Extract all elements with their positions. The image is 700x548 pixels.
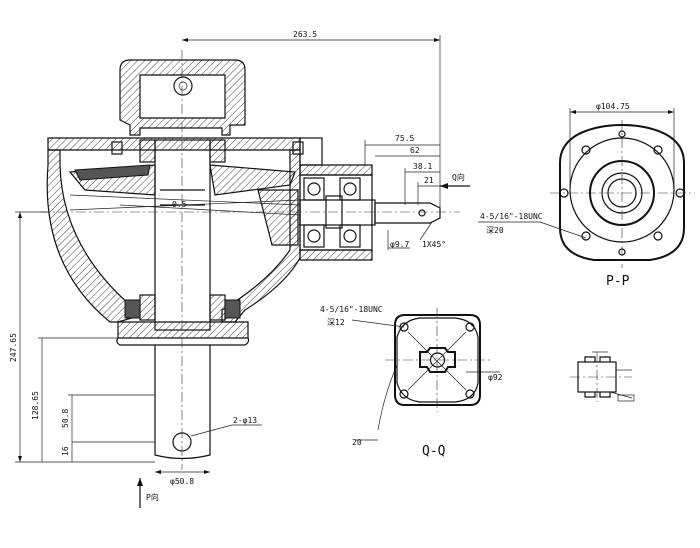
pp-thread-line2: 深20 — [486, 226, 504, 235]
dim-508: 50.8 — [61, 409, 70, 428]
main-section-view — [40, 50, 460, 470]
qq-view: 4-5/16"-18UNC 深12 φ92 20 Q-Q — [320, 305, 503, 459]
dim-16: 16 — [61, 446, 70, 456]
dim-247: 247.65 — [9, 333, 18, 362]
spline-detail — [570, 351, 635, 402]
qq-thread-line1: 4-5/16"-18UNC — [320, 305, 383, 314]
pp-view-label: P-P — [606, 274, 630, 289]
dim-qq-20: 20 — [352, 438, 362, 447]
dim-62: 62 — [410, 146, 420, 155]
dim-21: 21 — [424, 176, 434, 185]
dim-phi10475: φ104.75 — [596, 102, 630, 111]
dim-05: 0.5 — [172, 200, 187, 209]
dim-75: 75.5 — [395, 134, 414, 143]
right-bearings — [303, 177, 361, 248]
p-arrow-label: P向 — [146, 492, 159, 502]
qq-thread-line2: 深12 — [327, 318, 345, 327]
q-arrow-label: Q向 — [452, 172, 465, 182]
dim-38: 38.1 — [413, 162, 432, 171]
dim-chamfer: 1X45° — [422, 240, 446, 249]
dim-263: 263.5 — [293, 30, 317, 39]
dim-phi508: φ50.8 — [170, 477, 194, 486]
pp-thread-line1: 4-5/16"-18UNC — [480, 212, 543, 221]
dim-2phi13: 2-φ13 — [233, 416, 257, 425]
dim-phi92: φ92 — [488, 373, 503, 382]
main-dimensions: 263.5 75.5 62 38.1 21 Q向 φ9.7 1X45° 0.5 — [9, 30, 470, 508]
dim-128: 128.65 — [31, 391, 40, 420]
qq-view-label: Q-Q — [422, 444, 446, 459]
drain-hole — [173, 76, 193, 96]
dim-phi97: φ9.7 — [390, 240, 409, 249]
pp-view: φ104.75 4-5/16"-18UNC 深20 P-P — [478, 102, 695, 289]
